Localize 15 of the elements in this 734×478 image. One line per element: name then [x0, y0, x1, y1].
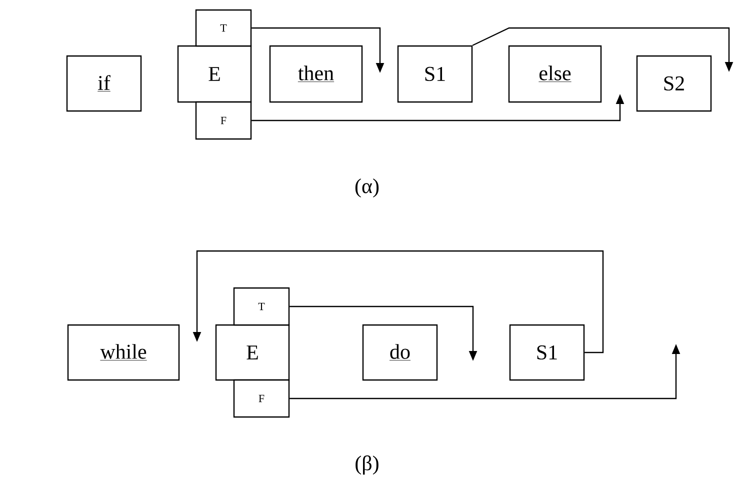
keyword-box: then [269, 45, 363, 103]
branch-box: F [195, 101, 252, 140]
keyword-box: do [362, 324, 438, 381]
keyword-box: while [67, 324, 180, 381]
keyword-box: else [508, 45, 602, 103]
statement-box: S1 [397, 45, 473, 103]
caption-label: (α) [355, 178, 379, 198]
keyword-box: if [66, 55, 142, 112]
branch-box: T [233, 287, 290, 326]
statement-box: E [215, 324, 290, 381]
statement-box: S2 [636, 55, 712, 112]
branch-box: T [195, 9, 252, 47]
branch-box: F [233, 379, 290, 418]
statement-box: S1 [509, 324, 585, 381]
caption-label: (β) [356, 455, 378, 475]
